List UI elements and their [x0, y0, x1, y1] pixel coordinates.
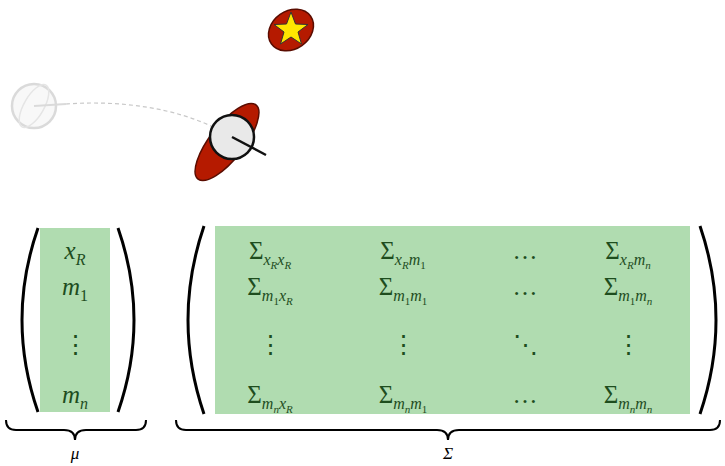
- brace-label: μ: [71, 444, 80, 464]
- subscript: x: [277, 251, 284, 268]
- subscript: n: [630, 403, 636, 415]
- right-paren: [700, 226, 716, 414]
- symbol: Σ: [249, 237, 264, 264]
- subscript: n: [647, 403, 653, 415]
- underbrace: [6, 420, 146, 440]
- symbol: Σ: [380, 237, 395, 264]
- symbol: Σ: [247, 381, 262, 408]
- subscript: m: [618, 395, 630, 412]
- symbol: …: [513, 273, 538, 300]
- matrix-entry: mn: [62, 382, 88, 407]
- subscript: R: [286, 403, 293, 415]
- matrix-entry: xR: [65, 238, 86, 263]
- robot-heading: [232, 137, 266, 155]
- symbol: m: [62, 273, 80, 300]
- ghost-robot: [12, 80, 66, 132]
- subscript: x: [263, 251, 270, 268]
- symbol: Σ: [247, 273, 262, 300]
- underbrace: [176, 420, 720, 440]
- subscript: m: [410, 287, 422, 304]
- subscript: R: [627, 259, 634, 271]
- symbol: Σ: [605, 237, 620, 264]
- subscript: m: [635, 287, 647, 304]
- subscript: n: [273, 403, 279, 415]
- matrix-entry: ⋮: [63, 332, 88, 357]
- matrix-entry: m1: [62, 274, 88, 299]
- matrix-entry: ⋮: [258, 332, 283, 357]
- symbol: x: [65, 237, 76, 264]
- symbol: m: [62, 381, 80, 408]
- symbol: …: [513, 237, 538, 264]
- symbol: Σ: [379, 381, 394, 408]
- symbol: ⋱: [513, 331, 538, 358]
- matrix-entry: ⋮: [391, 332, 416, 357]
- subscript: m: [634, 251, 646, 268]
- matrix-entry: ΣxRm1: [380, 238, 425, 263]
- subscript: 1: [405, 295, 411, 307]
- subscript: m: [635, 395, 647, 412]
- subscript: R: [271, 259, 278, 271]
- symbol: ⋮: [258, 331, 283, 358]
- landmark-uncertainty: [260, 1, 321, 60]
- symbol: Σ: [604, 273, 619, 300]
- subscript: m: [393, 395, 405, 412]
- left-paren: [22, 228, 38, 412]
- subscript: m: [393, 287, 405, 304]
- symbol: …: [513, 381, 538, 408]
- subscript: n: [647, 295, 653, 307]
- subscript: 1: [273, 295, 279, 307]
- matrix-entry: Σm1xR: [247, 274, 292, 299]
- subscript: m: [262, 287, 274, 304]
- matrix-entry: Σmnm1: [379, 382, 428, 407]
- subscript: 1: [80, 287, 88, 304]
- symbol: ⋮: [391, 331, 416, 358]
- subscript: n: [80, 395, 88, 412]
- mean-vector: xRm1⋮mn: [40, 228, 110, 412]
- trajectory: [66, 103, 215, 128]
- subscript: x: [279, 395, 286, 412]
- subscript: n: [645, 259, 651, 271]
- subscript: x: [620, 251, 627, 268]
- symbol: ⋮: [616, 331, 641, 358]
- matrix-entry: Σmnmn: [604, 382, 653, 407]
- matrix-entry: …: [513, 238, 538, 263]
- subscript: m: [409, 251, 421, 268]
- matrix-entry: …: [513, 274, 538, 299]
- right-paren: [118, 228, 134, 412]
- subscript: R: [76, 251, 86, 268]
- left-paren: [188, 226, 204, 414]
- subscript: n: [405, 403, 411, 415]
- subscript: R: [284, 259, 291, 271]
- covariance-matrix: ΣxRxRΣxRm1…ΣxRmnΣm1xRΣm1m1…Σm1mn⋮⋮⋱⋮Σmnx…: [215, 226, 690, 414]
- matrix-entry: ΣxRxR: [249, 238, 291, 263]
- subscript: R: [286, 295, 293, 307]
- landmark-star: [274, 12, 308, 44]
- subscript: m: [262, 395, 274, 412]
- subscript: 1: [420, 259, 426, 271]
- brace-label: Σ: [443, 444, 453, 464]
- subscript: m: [618, 287, 630, 304]
- subscript: x: [279, 287, 286, 304]
- matrix-entry: …: [513, 382, 538, 407]
- matrix-entry: Σm1m1: [379, 274, 428, 299]
- robot-uncertainty: [185, 94, 270, 189]
- matrix-entry: ⋱: [513, 332, 538, 357]
- subscript: 1: [422, 295, 428, 307]
- subscript: R: [402, 259, 409, 271]
- matrix-entry: ΣxRmn: [605, 238, 650, 263]
- subscript: 1: [422, 403, 428, 415]
- matrix-entry: ⋮: [616, 332, 641, 357]
- symbol: Σ: [379, 273, 394, 300]
- subscript: m: [410, 395, 422, 412]
- matrix-entry: Σm1mn: [604, 274, 653, 299]
- symbol: Σ: [604, 381, 619, 408]
- subscript: 1: [630, 295, 636, 307]
- subscript: x: [395, 251, 402, 268]
- matrix-entry: ΣmnxR: [247, 382, 292, 407]
- symbol: ⋮: [63, 331, 88, 358]
